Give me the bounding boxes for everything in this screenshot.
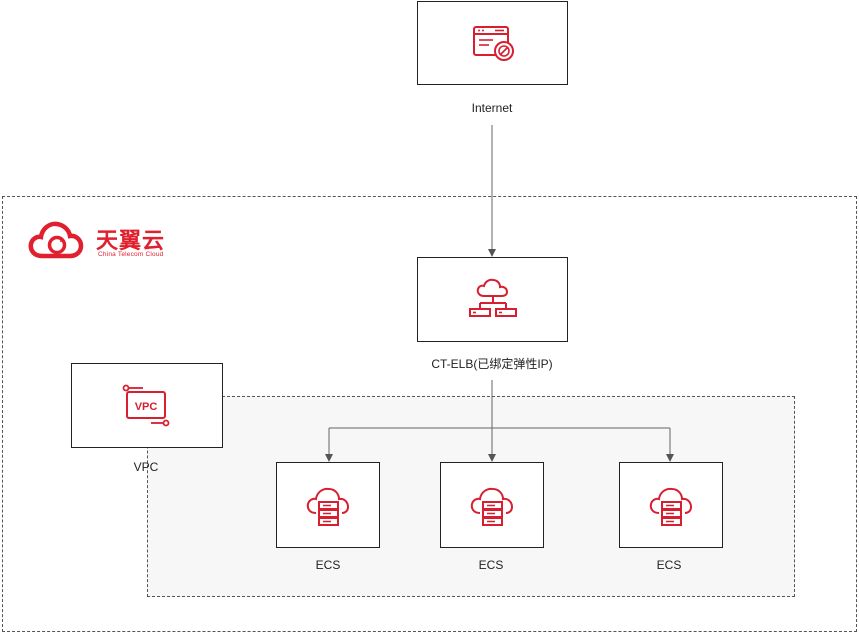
internet-node[interactable] [417,1,568,85]
elb-node[interactable] [417,257,568,342]
cloud-region-boundary [2,196,857,632]
cloud-load-balancer-icon [468,278,517,317]
brand-logo: 天翼云 China Telecom Cloud [28,218,178,262]
cloud-server-icon [306,487,350,526]
ecs-label-2: ECS [478,558,504,572]
vpc-label: VPC [133,460,159,474]
ecs-node-1[interactable] [276,462,380,548]
vpc-icon-text: VPC [135,401,158,413]
internet-label: Internet [471,101,513,115]
vpc-node[interactable]: VPC [71,363,223,448]
ecs-node-2[interactable] [440,462,544,548]
ecs-node-3[interactable] [619,462,723,548]
browser-shield-icon [472,26,514,61]
ecs-label-1: ECS [315,558,341,572]
cloud-logo-icon [28,221,84,259]
vpc-icon: VPC [122,384,170,426]
cloud-server-icon [470,487,514,526]
brand-name-cn: 天翼云 [96,229,166,254]
brand-name-en: China Telecom Cloud [98,251,164,258]
ecs-label-3: ECS [656,558,682,572]
elb-label: CT-ELB(已绑定弹性IP) [431,357,553,371]
cloud-server-icon [649,487,693,526]
